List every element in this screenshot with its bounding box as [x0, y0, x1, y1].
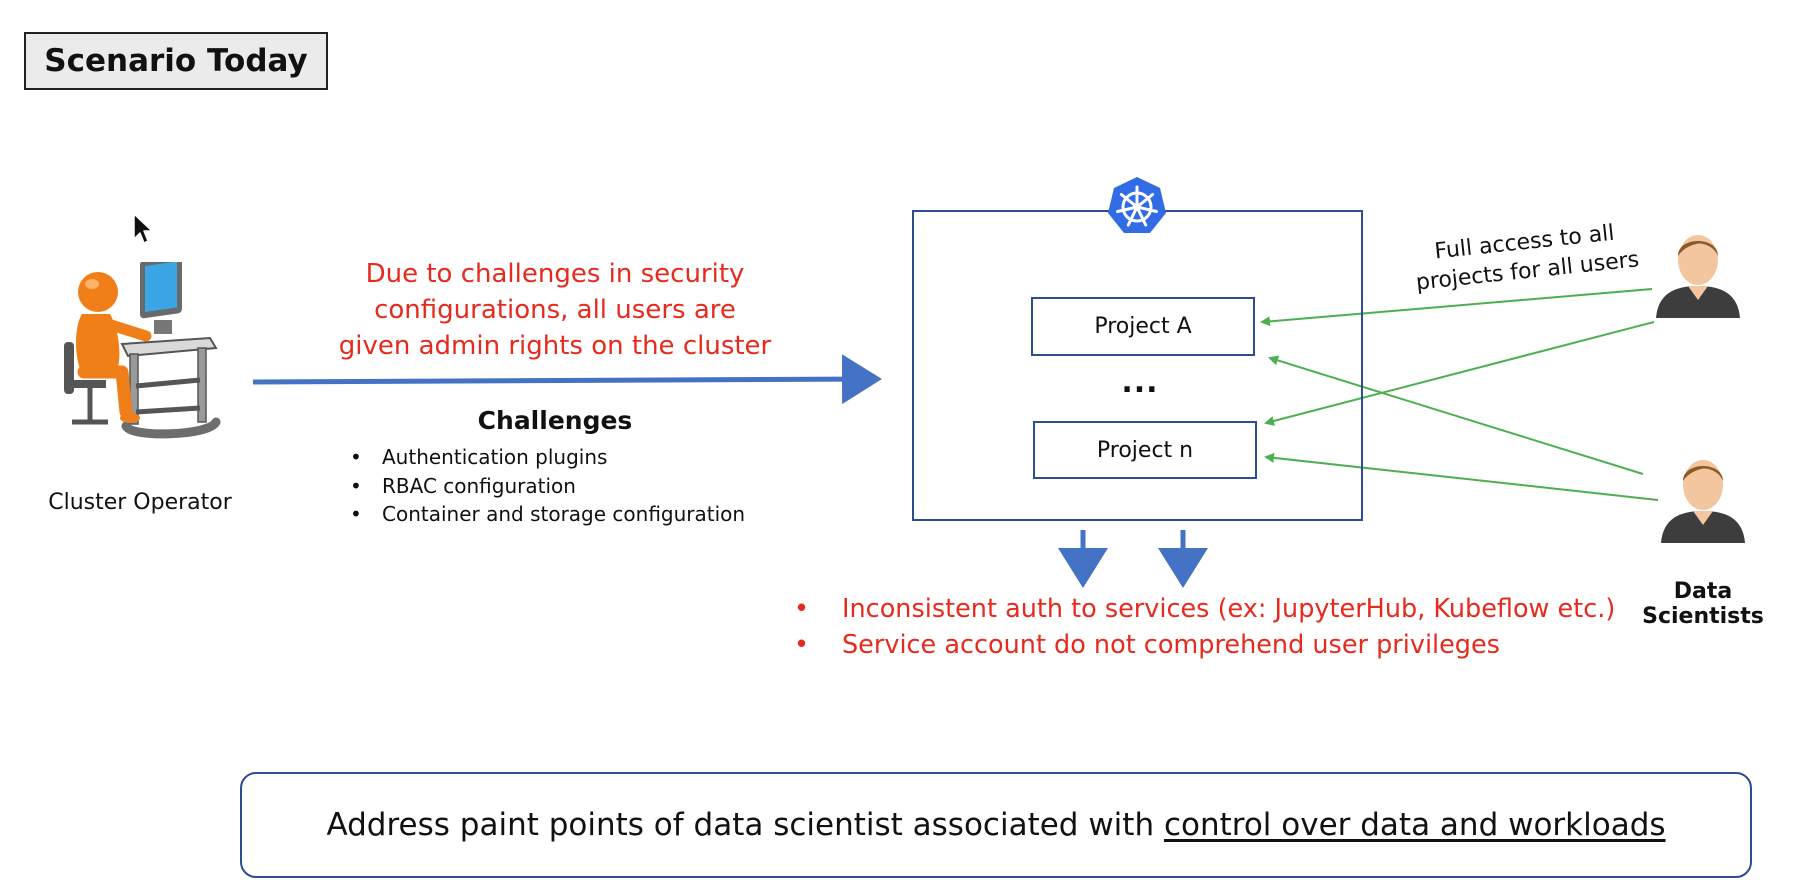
issue-item: Inconsistent auth to services (ex: Jupyt…: [790, 591, 1615, 627]
challenge-item: Container and storage configuration: [350, 500, 745, 529]
data-scientist-avatar-icon: [1656, 235, 1740, 318]
cluster-operator-label: Cluster Operator: [48, 490, 232, 515]
data-scientist-avatar-icon: [1661, 460, 1745, 543]
challenge-item: RBAC configuration: [350, 472, 745, 501]
issues-list: Inconsistent auth to services (ex: Jupyt…: [790, 591, 1615, 663]
project-a-label: Project A: [1094, 314, 1192, 339]
security-note-line: Due to challenges in security: [365, 259, 745, 289]
security-note-line: given admin rights on the cluster: [338, 331, 772, 361]
project-a-box: Project A: [1031, 297, 1255, 356]
challenge-item: Authentication plugins: [350, 443, 745, 472]
project-n-label: Project n: [1096, 437, 1194, 463]
mouse-pointer-icon: [133, 213, 153, 244]
access-arrow-user1-project-a: [1260, 288, 1653, 327]
cluster-operator-icon: [64, 262, 221, 439]
security-note: Due to challenges in security configurat…: [330, 256, 780, 364]
issue-item: Service account do not comprehend user p…: [790, 627, 1615, 663]
operator-to-cluster-arrow: [252, 354, 882, 405]
kubernetes-icon: [1108, 177, 1166, 233]
conclusion-text: Address paint points of data scientist a…: [326, 807, 1164, 843]
access-arrow-user1-project-n: [1264, 321, 1655, 426]
data-scientists-label: Data Scientists: [1642, 579, 1764, 629]
challenges-list: Authentication plugins RBAC configuratio…: [350, 443, 745, 529]
security-note-line: configurations, all users are: [374, 295, 736, 325]
conclusion-emphasis: control over data and workloads: [1163, 807, 1666, 843]
page-title-text: Scenario Today: [44, 43, 308, 79]
conclusion-box: Address paint points of data scientist a…: [240, 772, 1752, 878]
access-arrow-user2-project-n: [1264, 452, 1659, 501]
more-projects-ellipsis: ...: [1121, 365, 1159, 400]
challenges-heading: Challenges: [477, 406, 633, 435]
page-title: Scenario Today: [24, 32, 328, 90]
access-arrow-user2-project-a: [1268, 355, 1644, 475]
project-n-box: Project n: [1033, 421, 1257, 479]
